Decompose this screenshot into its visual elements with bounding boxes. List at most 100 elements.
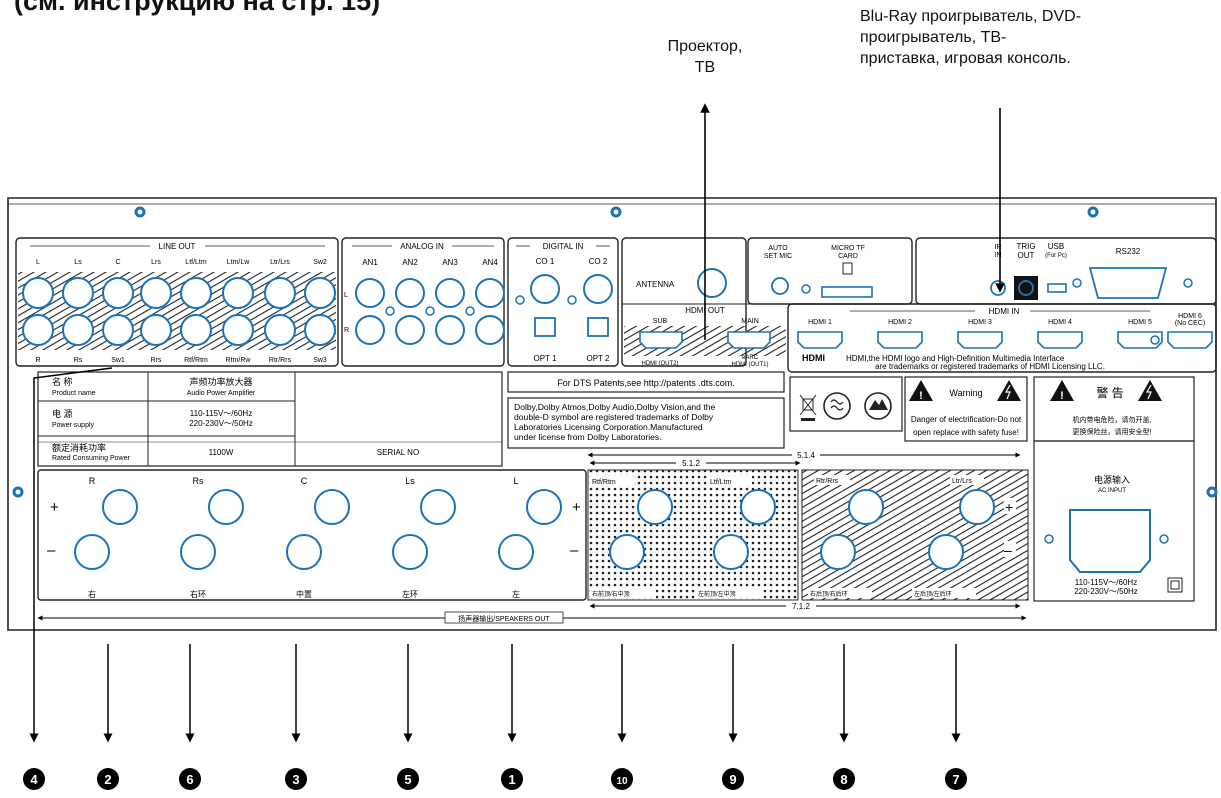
coax-1-jack[interactable] <box>530 274 560 304</box>
ltf-minus-terminal[interactable] <box>713 534 749 570</box>
optical-2-jack[interactable] <box>587 317 609 337</box>
ltf-plus-terminal[interactable] <box>740 489 776 525</box>
line-out-jack-bottom[interactable] <box>264 314 296 346</box>
speaker-plus-terminal[interactable] <box>526 489 562 525</box>
line-out-jack-top[interactable] <box>180 277 212 309</box>
line-out-jack-bottom[interactable] <box>102 314 134 346</box>
auto-mic-label-1: AUTO <box>768 245 788 252</box>
speaker-minus-terminal[interactable] <box>498 534 534 570</box>
trig-out-label-2: OUT <box>1018 251 1035 260</box>
speaker-main-top-label: Ls <box>405 476 415 486</box>
line-out-jack-top[interactable] <box>22 277 54 309</box>
hdmi-in-port[interactable] <box>877 331 923 349</box>
coax-2-jack[interactable] <box>583 274 613 304</box>
spec-rated-en: Rated Consuming Power <box>52 455 130 462</box>
speaker-main-top-label: R <box>89 476 96 486</box>
analog-in-jack-r[interactable] <box>435 315 465 345</box>
callout-sources-line-3: приставка, игровая консоль. <box>860 50 1071 67</box>
hdmi-in-port[interactable] <box>797 331 843 349</box>
svg-text:!: ! <box>1060 390 1064 402</box>
speakers-minus-left: – <box>47 542 56 559</box>
hdmi-out-sub-port-label: HDMI (OUT2) <box>642 361 679 367</box>
rtf-plus-terminal[interactable] <box>637 489 673 525</box>
antenna-jack[interactable] <box>697 268 727 298</box>
line-out-jack-top[interactable] <box>62 277 94 309</box>
altitude-icon <box>864 392 892 420</box>
speaker-minus-terminal[interactable] <box>180 534 216 570</box>
line-out-jack-top[interactable] <box>264 277 296 309</box>
analog-in-label: AN4 <box>482 258 498 267</box>
numbered-marker: 6 <box>179 768 201 790</box>
numbered-marker-number: 7 <box>952 772 959 787</box>
mounting-hole <box>1206 486 1218 498</box>
line-out-jack-top[interactable] <box>102 277 134 309</box>
analog-ground-hole <box>385 306 395 316</box>
speaker-minus-terminal[interactable] <box>286 534 322 570</box>
no-tropical-icon <box>823 392 851 420</box>
ir-in-label-1: IR <box>995 244 1002 251</box>
analog-in-jack-l[interactable] <box>355 278 385 308</box>
hdmi-in-port-label: HDMI 5 <box>1128 319 1152 326</box>
rtr-plus-terminal[interactable] <box>848 489 884 525</box>
line-out-jack-bottom[interactable] <box>222 314 254 346</box>
numbered-marker-number: 9 <box>729 772 736 787</box>
speaker-plus-terminal[interactable] <box>420 489 456 525</box>
spec-serial: SERIAL NO <box>377 448 419 457</box>
hdmi-in-port[interactable] <box>1117 331 1163 349</box>
speaker-plus-terminal[interactable] <box>208 489 244 525</box>
micro-tf-slot[interactable] <box>821 286 873 298</box>
speaker-minus-terminal[interactable] <box>392 534 428 570</box>
line-out-jack-bottom[interactable] <box>180 314 212 346</box>
warning-cn-line-2: 更换保险丝，请用安全型! <box>1073 427 1152 436</box>
analog-in-jack-l[interactable] <box>475 278 505 308</box>
spec-power-cn: 电 源 <box>52 408 73 419</box>
analog-in-jack-r[interactable] <box>475 315 505 345</box>
hatched-minus: – <box>1004 542 1012 558</box>
analog-in-jack-r[interactable] <box>395 315 425 345</box>
warning-cn-title: 警 告 <box>1096 385 1123 400</box>
rtr-minus-terminal[interactable] <box>820 534 856 570</box>
line-out-jack-bottom[interactable] <box>140 314 172 346</box>
line-out-jack-bottom[interactable] <box>62 314 94 346</box>
auto-mic-label-2: SET MIC <box>764 253 792 260</box>
hdmi-in-port[interactable] <box>1037 331 1083 349</box>
rs232-port[interactable] <box>1088 267 1168 299</box>
ltr-minus-terminal[interactable] <box>928 534 964 570</box>
rtf-minus-terminal[interactable] <box>609 534 645 570</box>
hdmi-in-title: HDMI IN <box>989 307 1020 316</box>
line-out-jack-top[interactable] <box>222 277 254 309</box>
speaker-minus-terminal[interactable] <box>74 534 110 570</box>
numbered-marker: 9 <box>722 768 744 790</box>
hdmi-in-port[interactable] <box>957 331 1003 349</box>
analog-in-jack-l[interactable] <box>395 278 425 308</box>
speaker-plus-terminal[interactable] <box>102 489 138 525</box>
spec-name-cn: 名 称 <box>52 376 73 387</box>
ltr-plus-terminal[interactable] <box>959 489 995 525</box>
usb-port[interactable] <box>1047 283 1067 293</box>
ac-input-socket[interactable] <box>1069 509 1151 573</box>
numbered-marker-number: 8 <box>840 772 847 787</box>
auto-mic-jack[interactable] <box>771 277 789 295</box>
line-out-jack-bottom[interactable] <box>22 314 54 346</box>
hdmi-out-main-port[interactable] <box>727 331 771 349</box>
dolby-notice-line-4: under license from Dolby Laboratories. <box>514 432 662 442</box>
line-out-jack-bottom[interactable] <box>304 314 336 346</box>
speaker-plus-terminal[interactable] <box>314 489 350 525</box>
ir-in-jack[interactable] <box>990 280 1006 296</box>
speakers-out-label: 扬声器输出/SPEAKERS OUT <box>458 614 550 623</box>
mounting-hole <box>1087 206 1099 218</box>
analog-in-jack-r[interactable] <box>355 315 385 345</box>
hdmi-out-sub-port[interactable] <box>639 331 683 349</box>
analog-ground-hole <box>465 306 475 316</box>
line-out-jack-top[interactable] <box>304 277 336 309</box>
optical-1-jack[interactable] <box>534 317 556 337</box>
hdmi-notice-line-1: HDMI,the HDMI logo and High-Definition M… <box>846 354 1065 363</box>
line-out-jack-top[interactable] <box>140 277 172 309</box>
line-out-top-label: L <box>36 259 40 266</box>
analog-in-jack-l[interactable] <box>435 278 465 308</box>
hdmi-in-port-6[interactable] <box>1167 331 1213 349</box>
mounting-hole <box>610 206 622 218</box>
bracket-514-label: 5.1.4 <box>797 451 815 460</box>
weee-bin-icon <box>799 394 817 421</box>
